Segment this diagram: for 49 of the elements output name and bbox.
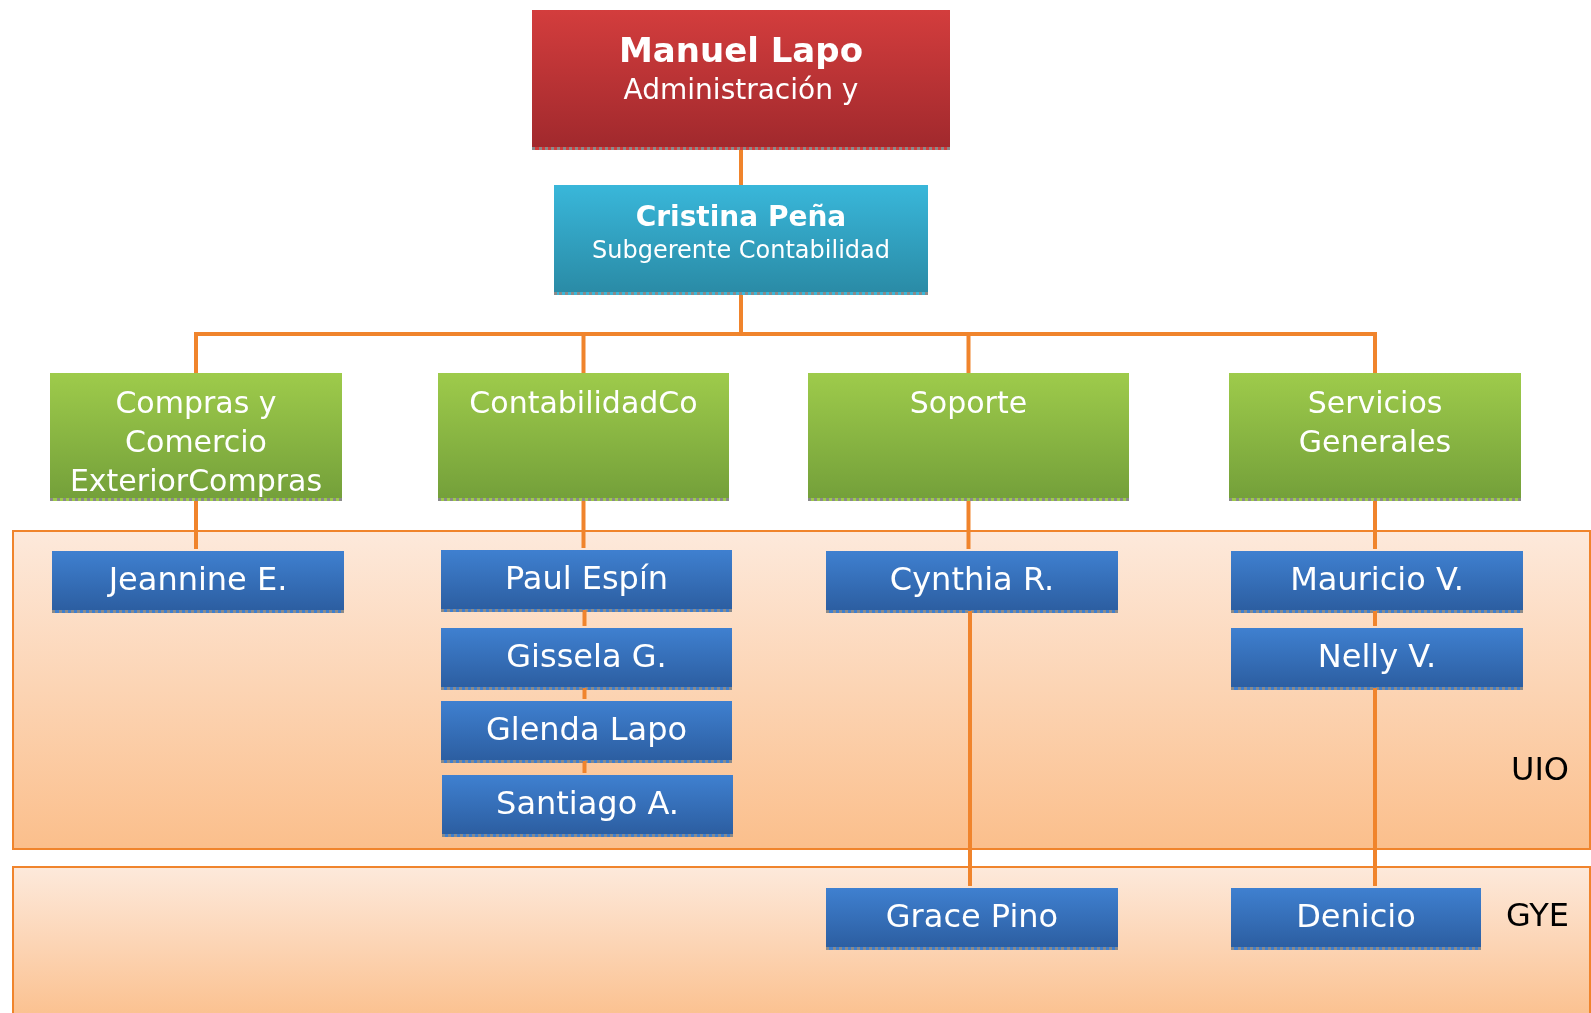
location-label: UIO	[1510, 750, 1569, 788]
location-band	[12, 866, 1591, 1013]
person-name: Gissela G.	[506, 636, 667, 677]
person-name: Glenda Lapo	[485, 709, 688, 750]
person-box	[1231, 551, 1523, 613]
connector-line	[739, 150, 743, 185]
person-name: Denicio	[1296, 896, 1416, 937]
department-name: Compras y Comercio ExteriorCompras	[68, 384, 324, 500]
manager-box	[532, 10, 950, 150]
department-box	[438, 373, 729, 501]
connector-line	[1373, 611, 1377, 626]
location-band	[12, 530, 1591, 850]
connector-line	[194, 501, 198, 549]
job-title: Administración y	[623, 72, 859, 109]
connector-line	[966, 501, 971, 549]
person-name: Cynthia R.	[889, 559, 1055, 600]
connector-line	[1373, 688, 1377, 886]
department-box	[1229, 373, 1521, 501]
person-name: Paul Espín	[504, 558, 669, 599]
person-name: Jeannine E.	[108, 559, 288, 600]
department-box	[808, 373, 1129, 501]
job-title: Subgerente Contabilidad	[592, 235, 890, 267]
person-name: Cristina Peña	[635, 199, 847, 235]
department-name: ContabilidadCo	[469, 384, 698, 422]
connector-line	[582, 761, 587, 773]
person-name: Nelly V.	[1317, 636, 1437, 677]
person-box	[1231, 628, 1523, 690]
connector-line	[968, 611, 972, 886]
person-box	[1231, 888, 1481, 950]
person-box	[441, 628, 732, 690]
person-box	[826, 888, 1118, 950]
connector-line	[582, 688, 587, 699]
location-label: GYE	[1506, 896, 1569, 934]
person-box	[826, 551, 1118, 613]
connector-line	[581, 501, 586, 548]
person-box	[52, 551, 344, 613]
person-box	[441, 550, 732, 612]
person-name: Grace Pino	[885, 896, 1059, 937]
person-box	[441, 701, 732, 763]
connector-line	[582, 610, 587, 626]
department-box	[50, 373, 342, 501]
connector-line	[1373, 501, 1377, 549]
department-name: Servicios Generales	[1297, 384, 1453, 461]
person-box	[442, 775, 733, 837]
person-name: Manuel Lapo	[618, 29, 863, 72]
person-name: Mauricio V.	[1290, 559, 1464, 600]
person-name: Santiago A.	[496, 783, 679, 824]
manager-box	[554, 185, 928, 295]
department-name: Soporte	[909, 384, 1028, 422]
